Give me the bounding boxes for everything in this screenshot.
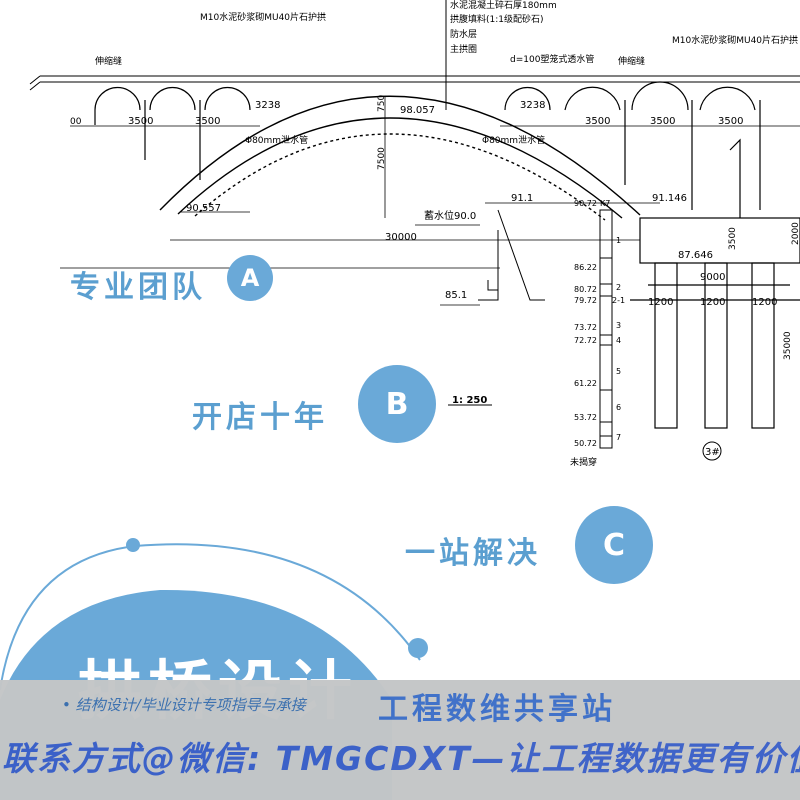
left-edge-dim: 00 [70, 117, 82, 127]
borehole-layer-2: 2 [616, 283, 621, 292]
borehole-elev-5: 72.72 [574, 336, 597, 345]
borehole-elev-4: 73.72 [574, 323, 597, 332]
section-heading-b: 开店十年 [192, 400, 328, 435]
badge-c: C [575, 506, 653, 584]
abutment-left-slope [478, 209, 545, 301]
drain-pipe-top-label: d=100塑笼式透水管 [510, 53, 594, 65]
borehole-elev-8: 50.72 [574, 439, 597, 448]
elev-crown: 98.057 [400, 105, 435, 116]
elev-91-146: 91.146 [652, 193, 687, 204]
drain-pipe-left-label: Φ80mm泄水管 [245, 134, 308, 146]
decor-dot-small [126, 538, 140, 552]
mortar-label-right: M10水泥砂浆砌MU40片石护拱 [672, 34, 798, 46]
footer-banner: • 结构设计/毕业设计专项指导与承接 工程数维共享站 联系方式@微信: TMGC… [0, 680, 800, 800]
dim-1200-c: 1200 [752, 297, 777, 308]
layer-label-2: 拱腹填料(1:1级配砂石) [450, 13, 544, 25]
badge-b: B [358, 365, 436, 443]
borehole-layer-2-1: 2-1 [612, 296, 625, 305]
span-3500-b: 3500 [195, 116, 220, 127]
expansion-joint-label-right: 伸缩缝 [618, 55, 645, 67]
main-arch [159, 95, 641, 221]
dim-750: 750 [377, 95, 387, 112]
mortar-label: M10水泥砂浆砌MU40片石护拱 [200, 11, 326, 23]
elev-87-646: 87.646 [678, 250, 713, 261]
spandrel-arches-left [94, 86, 251, 180]
elev-85-1: 85.1 [445, 290, 467, 301]
contact-line: 联系方式@微信: TMGCDXT—让工程数据更有价值 [2, 739, 800, 778]
borehole-column [599, 209, 613, 449]
ground-lines [60, 267, 500, 306]
borehole-elev-2: 80.72 [574, 285, 597, 294]
borehole-elev-7: 53.72 [574, 413, 597, 422]
dim-1200-a: 1200 [648, 297, 673, 308]
water-level-label: 蓄水位90.0 [424, 209, 476, 222]
layer-label-3: 防水层 [450, 28, 477, 40]
drain-pipe-right-label: Φ80mm泄水管 [482, 134, 545, 146]
dim-7500: 7500 [377, 147, 387, 170]
span-3500-c: 3500 [585, 116, 610, 127]
layer-label-1: 水泥混凝土碎石厚180mm [450, 0, 557, 11]
borehole-layer-1: 1 [616, 236, 621, 245]
span-3500-d: 3500 [650, 116, 675, 127]
section-heading-c: 一站解决 [405, 536, 541, 571]
span-30000: 30000 [385, 232, 417, 243]
span-3500-a: 3500 [128, 116, 153, 127]
pier-number-circle [702, 441, 722, 461]
borehole-bottom-note: 未揭穿 [570, 456, 597, 468]
borehole-elev-1: 86.22 [574, 263, 597, 272]
borehole-elev-6: 61.22 [574, 379, 597, 388]
borehole-elev-3: 79.72 [574, 296, 597, 305]
pier-number: 3# [705, 447, 720, 458]
borehole-id: K7 [600, 199, 610, 208]
borehole-layer-3: 3 [616, 321, 621, 330]
dim-9000: 9000 [700, 272, 725, 283]
borehole-layer-4: 4 [616, 336, 621, 345]
decor-arc [0, 543, 421, 691]
dim-2000-vertical: 2000 [791, 222, 800, 245]
scale-label: 1: 250 [452, 395, 487, 406]
elev-left-springing: 90.557 [186, 203, 221, 214]
borehole-top: 90.72 [574, 199, 597, 208]
borehole-layer-6: 6 [616, 403, 621, 412]
badge-a: A [227, 255, 273, 301]
layer-label-4: 主拱圈 [450, 43, 477, 55]
elev-91-1: 91.1 [511, 193, 533, 204]
expansion-joint-label: 伸缩缝 [95, 55, 122, 67]
span-3238-a: 3238 [255, 100, 280, 111]
dim-35000: 35000 [783, 331, 793, 360]
section-heading-a: 专业团队 [70, 270, 206, 305]
span-dimension-lines [70, 125, 800, 241]
bridge-deck [29, 75, 800, 91]
spandrel-arches-right [504, 81, 761, 210]
span-3238-b: 3238 [520, 100, 545, 111]
borehole-layer-5: 5 [616, 367, 621, 376]
abutment-right [630, 138, 800, 429]
dim-3500-vertical: 3500 [728, 227, 738, 250]
borehole-layer-7: 7 [616, 433, 621, 442]
decor-dot-large [408, 638, 428, 658]
brand-name: 工程数维共享站 [378, 692, 616, 727]
dim-1200-b: 1200 [700, 297, 725, 308]
span-3500-e: 3500 [718, 116, 743, 127]
service-line: • 结构设计/毕业设计专项指导与承接 [62, 696, 306, 714]
